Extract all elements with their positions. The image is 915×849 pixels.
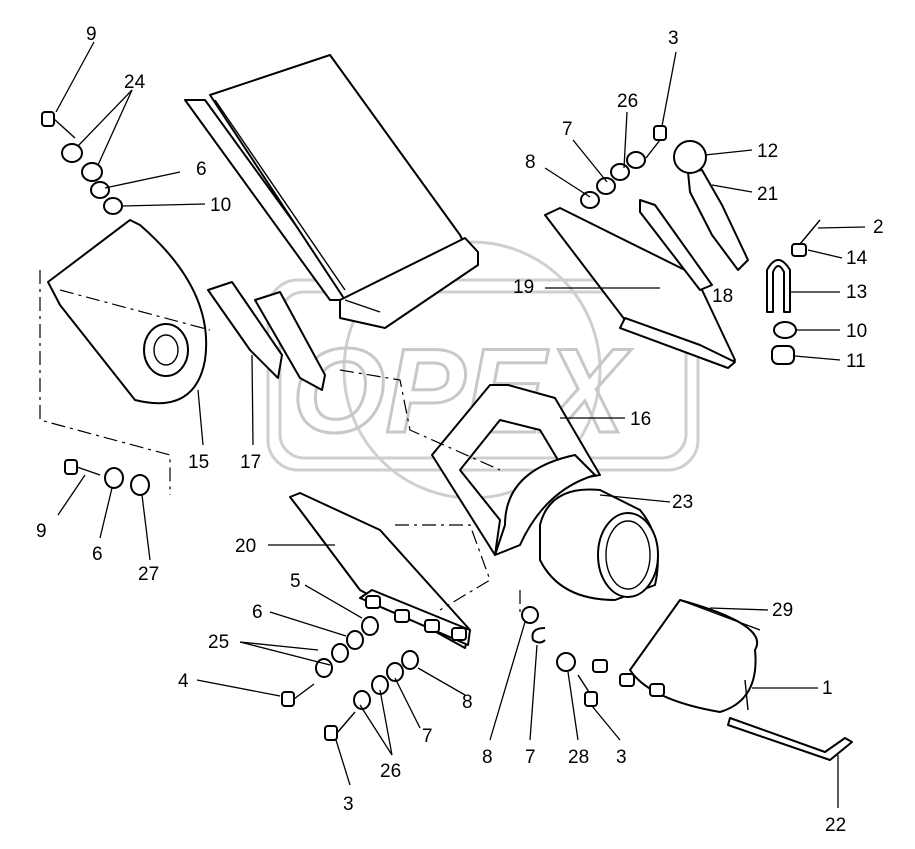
callout-label: 5	[290, 571, 301, 592]
callout-label: 14	[846, 248, 868, 269]
u-bolt-13	[766, 259, 797, 365]
deflector-plate-15	[47, 219, 208, 405]
callout-label: 11	[846, 351, 866, 372]
callout-label: 2	[873, 217, 884, 238]
hardware-left-bottom	[64, 459, 150, 496]
callout-label: 22	[825, 815, 846, 836]
lower-plate-20	[289, 492, 471, 649]
callout-label: 6	[92, 544, 103, 565]
callout-label: 8	[462, 692, 473, 713]
callout-label: 1	[822, 678, 833, 699]
rod-22	[727, 679, 853, 761]
callout-label: 15	[188, 452, 209, 473]
nut-10-right	[773, 321, 797, 339]
callout-label: 28	[568, 747, 589, 768]
callout-labels: 9 24 6 10 15 17 9 6 27 20 5 6 25 4 3 26 …	[36, 24, 884, 836]
callout-label: 21	[757, 184, 778, 205]
cap-nut-11	[771, 345, 795, 365]
callout-label: 20	[235, 536, 256, 557]
leader-lines	[55, 41, 866, 808]
callout-label: 3	[668, 28, 679, 49]
callout-label: 6	[196, 159, 207, 180]
elbow-bracket-16	[431, 384, 601, 556]
assembly-centerlines	[39, 270, 521, 615]
bracket-17	[207, 281, 326, 391]
callout-label: 10	[210, 195, 231, 216]
callout-label: 26	[617, 91, 638, 112]
knob-12	[673, 140, 707, 174]
callout-label: 24	[124, 72, 146, 93]
callout-label: 3	[343, 794, 354, 815]
callout-label: 29	[772, 600, 793, 621]
callout-label: 9	[86, 24, 97, 45]
callout-label: 25	[208, 632, 229, 653]
hardware-upper-right	[580, 125, 821, 257]
callout-label: 19	[513, 277, 534, 298]
lever-21	[673, 140, 749, 271]
callout-label: 23	[672, 492, 693, 513]
mounting-plate-19	[544, 199, 736, 369]
callout-label: 8	[525, 152, 536, 173]
hardware-left-top	[41, 111, 123, 215]
watermark-frame	[266, 278, 700, 472]
callout-label: 7	[562, 119, 573, 140]
callout-label: 7	[525, 747, 536, 768]
callout-label: 13	[846, 282, 867, 303]
callout-label: 12	[757, 141, 778, 162]
callout-label: 17	[240, 452, 261, 473]
hardware-center-bottom	[521, 606, 665, 707]
callout-label: 7	[422, 726, 433, 747]
collar-23	[539, 488, 659, 601]
callout-label: 3	[616, 747, 627, 768]
callout-label: 27	[138, 564, 159, 585]
callout-label: 6	[252, 602, 263, 623]
callout-label: 26	[380, 761, 401, 782]
callout-label: 9	[36, 521, 47, 542]
callout-label: 8	[482, 747, 493, 768]
callout-label: 16	[630, 409, 651, 430]
callout-label: 18	[712, 286, 733, 307]
callout-label: 10	[846, 321, 867, 342]
chute-part	[184, 54, 479, 329]
watermark-frame-inner	[278, 290, 688, 460]
callout-label: 4	[178, 671, 189, 692]
hardware-lower-left	[281, 595, 467, 741]
